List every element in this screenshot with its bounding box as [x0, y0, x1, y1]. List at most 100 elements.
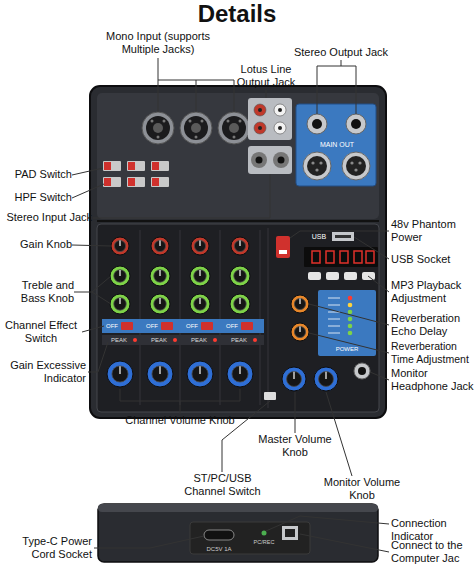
- rca-jack: [274, 104, 286, 116]
- combo-jack: [218, 112, 250, 144]
- xlr-pin-hole: [315, 168, 318, 171]
- gain-knob-cap: [234, 240, 245, 251]
- bass-knob-cap: [114, 298, 126, 310]
- combo-jack-socket: [146, 116, 170, 140]
- effect-switch: [201, 322, 213, 330]
- meter-led: [348, 310, 353, 315]
- section-divider: [268, 228, 269, 408]
- master-volume-knob-cap: [287, 372, 302, 387]
- bass-knob-pointer: [199, 298, 200, 304]
- combo-jack-center: [229, 123, 239, 133]
- effect-switch: [241, 322, 253, 330]
- leader-line: [234, 80, 235, 112]
- callout-label: Master Volume Knob: [255, 433, 335, 459]
- echo-delay-knob-pointer: [299, 299, 300, 304]
- gain-knob-pointer: [239, 241, 240, 246]
- treble-knob: [230, 266, 250, 286]
- rca-jack-hole: [258, 108, 262, 112]
- rca-jack: [274, 122, 286, 134]
- rca-jack: [254, 122, 266, 134]
- bass-knob-cap: [194, 298, 206, 310]
- combo-jack-socket: [184, 116, 208, 140]
- leader-line: [309, 304, 389, 325]
- headphone-jack-hole: [358, 367, 366, 375]
- meter-tick: [328, 298, 340, 299]
- rca-jack-hole: [278, 108, 282, 112]
- channel-volume-knob: [147, 361, 173, 387]
- treble-knob-pointer: [159, 270, 160, 276]
- gain-knob-pointer: [159, 241, 160, 246]
- leader-line: [341, 60, 342, 66]
- treble-knob: [150, 266, 170, 286]
- bass-knob-cap: [154, 298, 166, 310]
- leader-line: [290, 231, 389, 238]
- treble-knob-cap: [234, 270, 246, 282]
- combo-jack-pin: [201, 120, 204, 123]
- panel-marking: OFF: [184, 322, 200, 330]
- bass-knob-pointer: [159, 298, 160, 304]
- mixer-body: [90, 86, 386, 418]
- leader-line: [74, 292, 92, 293]
- peak-led: [213, 338, 217, 342]
- switch-plate: [103, 177, 121, 187]
- bass-knob: [230, 294, 250, 314]
- phantom-button-mark: [279, 250, 287, 254]
- combo-jack-pin: [233, 136, 236, 139]
- leader-line: [82, 326, 104, 332]
- monitor-volume-knob-cap: [319, 372, 334, 387]
- callout-label: Channel Effect Switch: [0, 319, 82, 345]
- usb-socket-slot: [335, 235, 351, 238]
- monitor-volume-knob: [314, 367, 338, 391]
- connector-panel: [190, 522, 310, 554]
- callout-label: Connect to the Computer Jac: [391, 539, 474, 565]
- reverb-time-knob: [291, 323, 309, 341]
- switch-button: [128, 178, 135, 186]
- leader-line: [92, 276, 111, 304]
- channel-volume-knob: [227, 361, 253, 387]
- combo-jack-pin: [239, 120, 242, 123]
- channel-volume-knob: [187, 361, 213, 387]
- callout-label: USB Socket: [391, 253, 474, 266]
- bass-knob-pointer: [239, 298, 240, 304]
- main-out-panel: [296, 104, 376, 186]
- channel-divider: [140, 230, 141, 405]
- combo-jack-center: [153, 123, 163, 133]
- rca-jack-hole: [278, 126, 282, 130]
- switch-button: [128, 162, 135, 170]
- panel-marking: MAIN OUT: [307, 140, 367, 149]
- leader-line: [266, 90, 267, 98]
- meter-led: [348, 331, 353, 336]
- leader-line: [309, 333, 389, 353]
- meter-tick: [328, 305, 340, 306]
- callout-label: Monitor Headphone Jack: [391, 367, 474, 393]
- usb-b-slot: [285, 529, 295, 537]
- connection-led: [262, 531, 267, 536]
- treble-knob-cap: [154, 270, 166, 282]
- channel-volume-knob-pointer: [199, 366, 200, 374]
- led-digit: [326, 251, 334, 263]
- meter-tick: [328, 333, 340, 334]
- stereo-input-hole: [278, 157, 285, 164]
- phantom-button: [276, 236, 290, 258]
- reverb-time-knob-cap: [294, 326, 305, 337]
- panel-marking: DC5V 1A: [194, 545, 244, 553]
- channel-divider: [260, 230, 261, 405]
- callout-label: 48v Phantom Power: [391, 218, 474, 244]
- treble-knob: [190, 266, 210, 286]
- callout-label: Channel Volume Knob: [110, 414, 250, 427]
- leader-line: [120, 389, 240, 401]
- treble-knob-cap: [114, 270, 126, 282]
- gain-knob-cap: [114, 240, 125, 251]
- illustration-group: [90, 86, 386, 562]
- gain-knob-cap: [154, 240, 165, 251]
- combo-jack-pin: [189, 120, 192, 123]
- leader-line: [295, 392, 296, 433]
- control-panel: [97, 224, 379, 412]
- panel-marking: POWER: [326, 345, 368, 353]
- treble-knob-pointer: [199, 270, 200, 276]
- gain-knob: [111, 237, 129, 255]
- output-jack: [346, 114, 366, 134]
- leader-line: [317, 66, 318, 114]
- master-volume-knob-pointer: [293, 372, 294, 379]
- switch-button: [104, 178, 111, 186]
